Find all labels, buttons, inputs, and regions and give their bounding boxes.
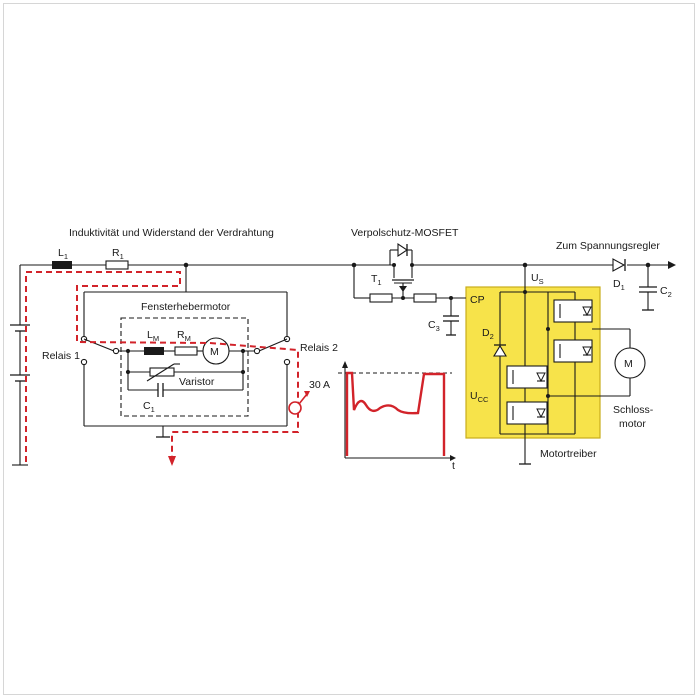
window-motor-internals bbox=[119, 337, 254, 397]
label-ucc: UCC bbox=[470, 390, 489, 404]
resistor-r1 bbox=[105, 260, 129, 270]
relay2-label: Relais 2 bbox=[300, 342, 338, 354]
lock-motor bbox=[614, 329, 646, 396]
label-c3: C3 bbox=[428, 319, 440, 333]
highside-fet-1 bbox=[553, 299, 593, 323]
label-us: US bbox=[531, 272, 544, 286]
label-t1: T1 bbox=[371, 273, 382, 287]
relay-wiring bbox=[80, 265, 291, 438]
motor-driver-title: Motortreiber bbox=[540, 448, 597, 460]
reverse-polarity-mosfet bbox=[353, 242, 466, 336]
graph-time-label: t bbox=[452, 460, 455, 472]
current-probe-icon bbox=[288, 401, 302, 415]
window-motor-letter: M bbox=[210, 346, 219, 358]
relay1-label: Relais 1 bbox=[42, 350, 80, 362]
current-curve bbox=[345, 371, 446, 456]
label-lm: LM bbox=[147, 329, 159, 343]
graph-current-label: 30 A bbox=[309, 379, 330, 391]
label-d1: D1 bbox=[613, 278, 625, 292]
label-l1: L1 bbox=[58, 247, 68, 261]
regulator-output bbox=[612, 258, 676, 311]
resistor-t1-gate bbox=[369, 293, 393, 303]
motor-driver-internals bbox=[493, 265, 630, 465]
wiring-title: Induktivität und Widerstand der Verdraht… bbox=[69, 227, 274, 239]
current-graph bbox=[338, 361, 456, 461]
label-cp: CP bbox=[470, 294, 485, 306]
lock-motor-label-line1: Schloss- bbox=[613, 404, 654, 416]
diode-d1-symbol bbox=[612, 258, 626, 272]
supply-rail bbox=[20, 260, 668, 270]
window-motor-title: Fensterhebermotor bbox=[141, 301, 231, 313]
highside-fet-2 bbox=[553, 339, 593, 363]
inductor-lm bbox=[144, 347, 164, 355]
resistor-rm bbox=[174, 346, 198, 356]
window-motor-box bbox=[120, 317, 249, 417]
lowside-fet-1 bbox=[506, 365, 548, 389]
lock-motor-label-line2: motor bbox=[619, 418, 646, 430]
frame-border bbox=[3, 3, 695, 695]
diode-d2-symbol bbox=[493, 344, 507, 357]
lock-motor-letter: M bbox=[624, 358, 633, 370]
battery-symbol bbox=[10, 265, 30, 466]
regulator-title: Zum Spannungsregler bbox=[556, 240, 660, 252]
label-rm: RM bbox=[177, 329, 191, 343]
resistor-cp bbox=[413, 293, 437, 303]
mosfet-title: Verpolschutz-MOSFET bbox=[351, 227, 459, 239]
current-path bbox=[25, 271, 310, 466]
body-diode-symbol bbox=[397, 242, 408, 258]
lowside-fet-2 bbox=[506, 401, 548, 425]
label-c1: C1 bbox=[143, 400, 155, 414]
varistor-label: Varistor bbox=[179, 376, 215, 388]
label-d2: D2 bbox=[482, 327, 494, 341]
inductor-l1 bbox=[52, 261, 72, 269]
label-c2: C2 bbox=[660, 285, 672, 299]
label-r1: R1 bbox=[112, 247, 124, 261]
